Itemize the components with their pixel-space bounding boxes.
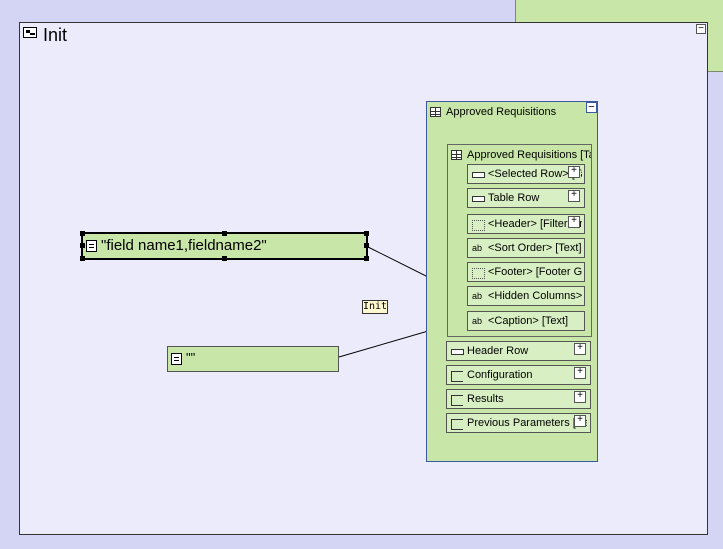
row-label: <Footer> [Footer Gro xyxy=(488,266,582,278)
row-icon xyxy=(472,172,485,178)
row-selected-row[interactable]: <Selected Row> [Ta + xyxy=(467,164,585,184)
row-label: <Hidden Columns> [ xyxy=(488,290,582,302)
row-label: Header Row xyxy=(467,345,529,357)
approved-requisitions-panel[interactable]: Approved Requisitions − Approved Requisi… xyxy=(426,101,598,462)
row-header-row[interactable]: Header Row + xyxy=(446,341,591,361)
dotted-box-icon xyxy=(472,220,485,231)
table-icon xyxy=(451,150,462,160)
row-icon xyxy=(451,349,464,355)
row-table-row[interactable]: Table Row + xyxy=(467,188,585,208)
resize-handle[interactable] xyxy=(222,256,227,261)
resize-handle[interactable] xyxy=(364,256,369,261)
expand-button[interactable]: + xyxy=(574,367,586,379)
config-icon xyxy=(451,371,463,382)
row-label: Previous Parameters [Para xyxy=(467,417,587,429)
row-footer[interactable]: <Footer> [Footer Gro xyxy=(467,262,585,282)
resize-handle[interactable] xyxy=(80,231,85,236)
resize-handle[interactable] xyxy=(364,243,369,248)
resize-handle[interactable] xyxy=(80,243,85,248)
row-label: <Caption> [Text] xyxy=(488,315,569,327)
config-icon xyxy=(451,395,463,406)
row-configuration[interactable]: Configuration + xyxy=(446,365,591,385)
row-previous-parameters[interactable]: Previous Parameters [Para + xyxy=(446,413,591,433)
expand-button[interactable]: + xyxy=(574,391,586,403)
row-label: <Sort Order> [Text] xyxy=(488,242,582,254)
field-node-fieldnames[interactable]: "field name1,fieldname2" xyxy=(80,231,369,261)
resize-handle[interactable] xyxy=(80,256,85,261)
row-label: Configuration xyxy=(467,369,533,381)
resize-handle[interactable] xyxy=(364,231,369,236)
dotted-box-icon xyxy=(472,268,485,279)
expand-button[interactable]: + xyxy=(574,343,586,355)
table-icon xyxy=(430,107,441,117)
window-title: Init xyxy=(43,25,68,45)
field-icon xyxy=(171,353,182,365)
expand-button[interactable]: + xyxy=(568,216,580,228)
row-label: Table Row xyxy=(488,192,540,204)
expand-button[interactable]: + xyxy=(568,166,580,178)
field-icon xyxy=(86,240,97,252)
row-label: <Header> [Filter Grou xyxy=(488,218,582,230)
panel-collapse-button[interactable]: − xyxy=(586,102,597,113)
row-sort-order[interactable]: ab <Sort Order> [Text] xyxy=(467,238,585,258)
row-hidden-columns[interactable]: ab <Hidden Columns> [ xyxy=(467,286,585,306)
field-node-empty[interactable]: "" xyxy=(167,346,339,372)
config-icon xyxy=(451,419,463,430)
panel-title: Approved Requisitions xyxy=(446,106,557,118)
row-results[interactable]: Results + xyxy=(446,389,591,409)
connector-label: Init xyxy=(362,300,388,314)
resize-handle[interactable] xyxy=(222,231,227,236)
row-label: <Selected Row> [Ta xyxy=(488,168,582,180)
text-ab-icon: ab xyxy=(472,243,483,253)
expand-button[interactable]: + xyxy=(574,415,586,427)
window-icon xyxy=(23,27,37,38)
field-node-text: "field name1,fieldname2" xyxy=(101,237,267,254)
table-title: Approved Requisitions [Ta xyxy=(467,149,591,161)
row-label: Results xyxy=(467,393,504,405)
row-icon xyxy=(472,196,485,202)
row-caption[interactable]: ab <Caption> [Text] xyxy=(467,311,585,331)
approved-requisitions-table[interactable]: Approved Requisitions [Ta <Selected Row>… xyxy=(447,144,592,337)
expand-button[interactable]: + xyxy=(568,190,580,202)
text-ab-icon: ab xyxy=(472,291,483,301)
collapse-button[interactable]: − xyxy=(696,24,706,34)
text-ab-icon: ab xyxy=(472,316,483,326)
field-node-text: "" xyxy=(186,350,196,365)
row-header[interactable]: <Header> [Filter Grou + xyxy=(467,214,585,234)
